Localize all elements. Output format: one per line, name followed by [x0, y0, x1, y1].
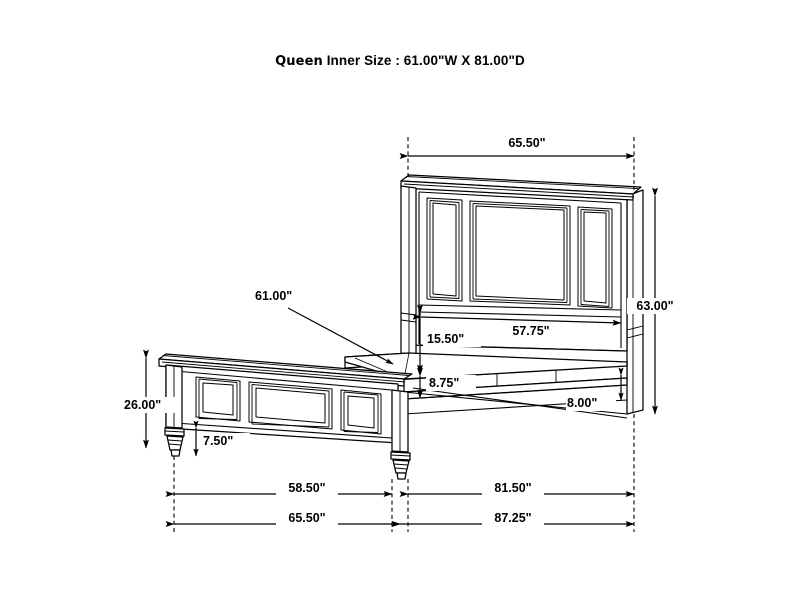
dim-label-87-25: 87.25" [494, 511, 531, 525]
dim-label-7-50: 7.50" [203, 434, 233, 448]
footboard-panel-center [248, 381, 333, 430]
leader-61-00 [287, 307, 394, 365]
headboard-top-molding [400, 174, 642, 201]
dim-label-8-75: 8.75" [429, 376, 459, 390]
footboard-right-leg [390, 389, 411, 480]
dim-label-15-50: 15.50" [427, 332, 464, 346]
headboard-panel-left [426, 197, 463, 302]
dim-label-26-00: 26.00" [124, 398, 161, 412]
page-title: Queen Inner Size : 61.00"W X 81.00"D [0, 53, 800, 69]
headboard-panel-center [469, 200, 571, 306]
headboard-group [400, 174, 644, 415]
page-title-rest: Inner Size : 61.00"W X 81.00"D [322, 53, 525, 68]
page-title-queen: Queen [275, 54, 323, 69]
dim-label-61-00: 61.00" [255, 289, 292, 303]
dim-label-65-50-bottom: 65.50" [288, 511, 325, 525]
footboard-panel-left [195, 376, 241, 422]
dim-label-8-00: 8.00" [567, 396, 597, 410]
dim-label-65-50-top: 65.50" [508, 136, 545, 150]
dim-label-81-50: 81.50" [494, 481, 531, 495]
dim-label-58-50: 58.50" [288, 481, 325, 495]
dim-label-63-00: 63.00" [636, 299, 673, 313]
headboard-panel-right [577, 206, 613, 309]
dimline-57-75 [412, 313, 622, 326]
headboard-left-post [400, 185, 417, 364]
dim-label-57-75: 57.75" [512, 324, 549, 338]
footboard-panel-right [340, 389, 382, 435]
footboard-group [158, 353, 413, 480]
dimension-labels: 65.50" 63.00" 57.75" 15.50" 8.75" 8.00" … [122, 136, 683, 527]
